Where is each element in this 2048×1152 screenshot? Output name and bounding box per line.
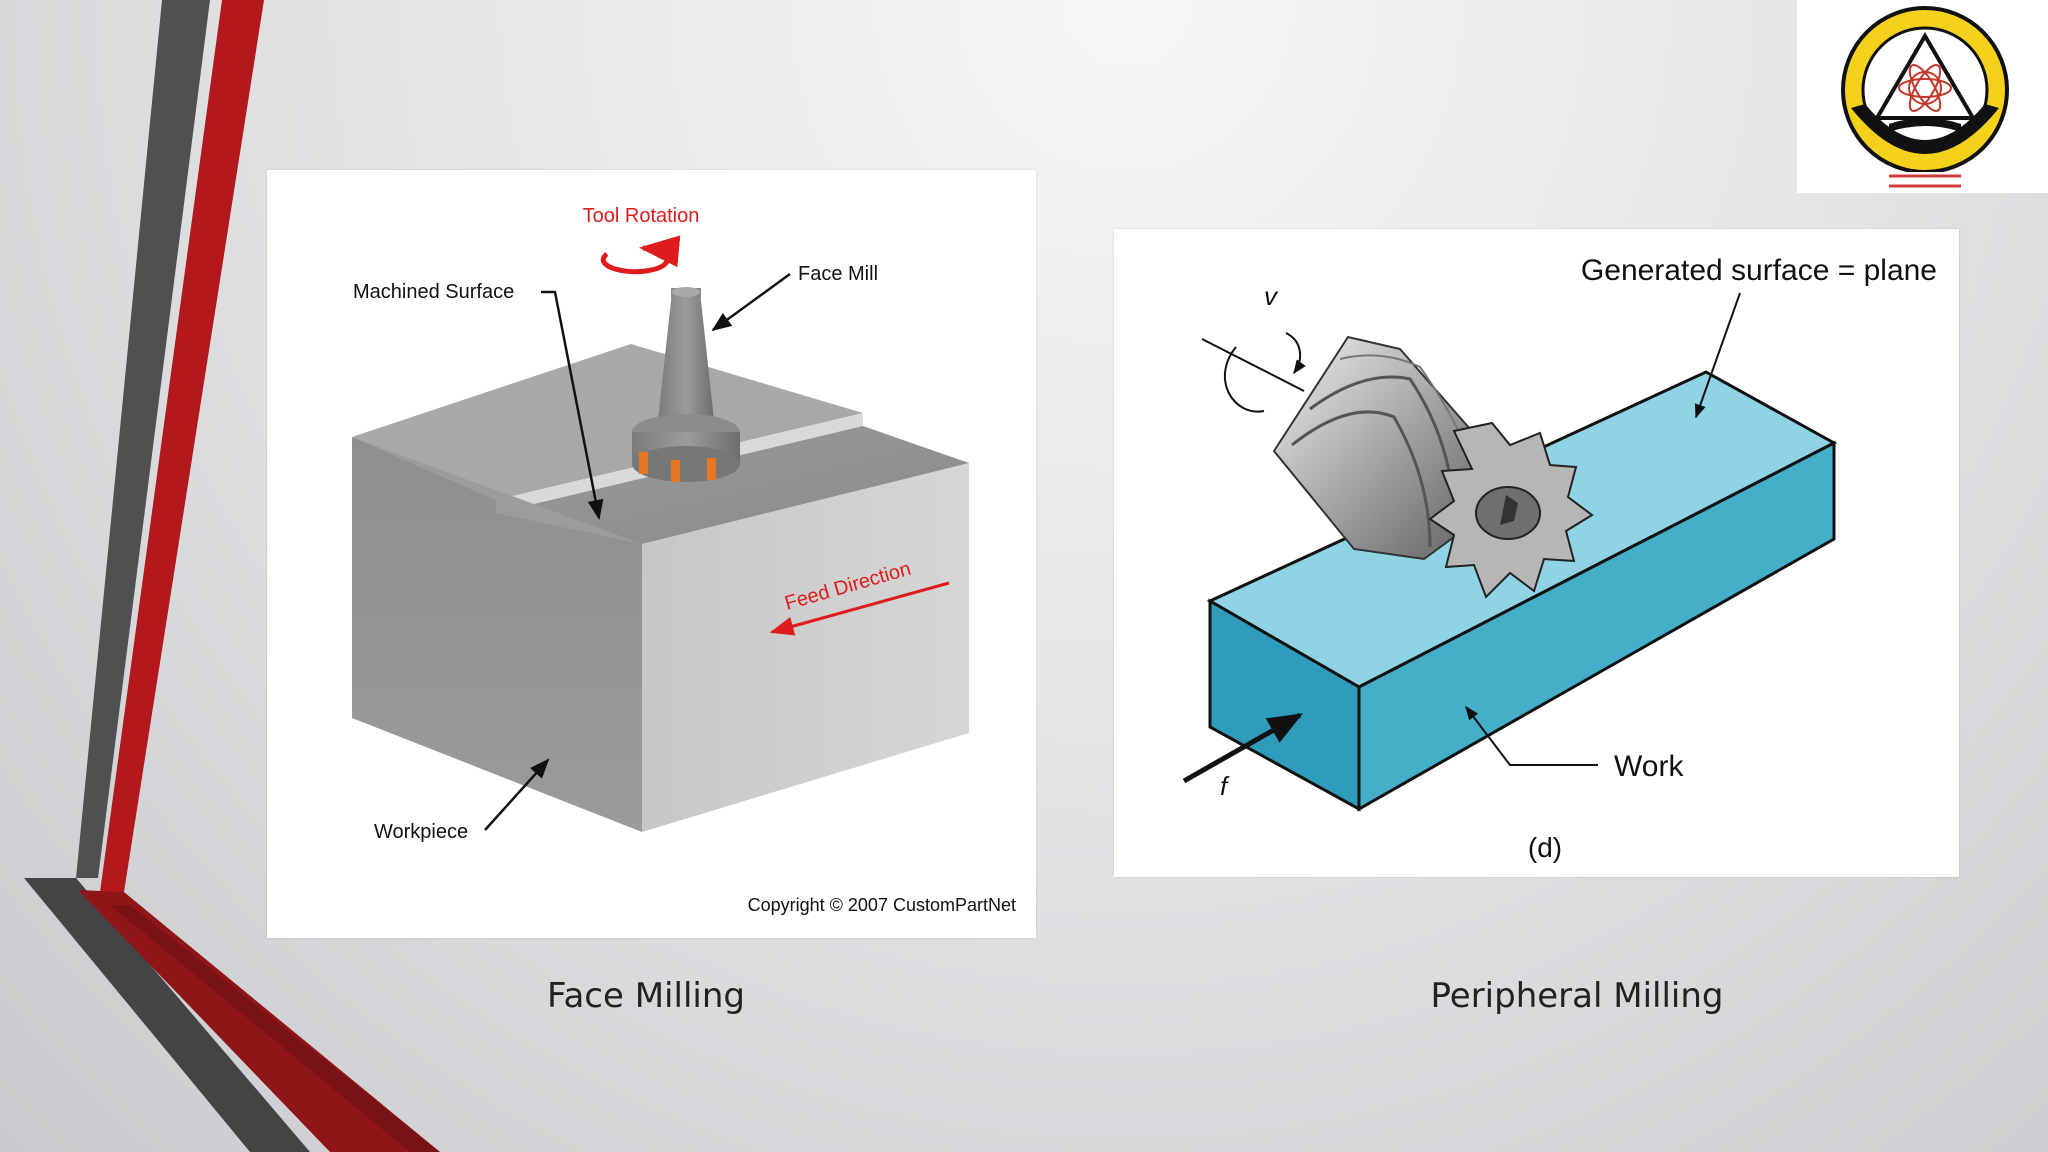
machined-surface-label: Machined Surface bbox=[353, 281, 514, 303]
work-leader bbox=[1465, 705, 1598, 766]
workpiece-right-face bbox=[642, 463, 969, 832]
cutter-insert bbox=[707, 458, 716, 480]
tool-rotation-label: Tool Rotation bbox=[583, 205, 700, 227]
peripheral-milling-diagram: Generated surface = plane v f Work (d) bbox=[1182, 254, 1937, 863]
work-label: Work bbox=[1614, 750, 1684, 783]
machined-surface-leader bbox=[541, 290, 604, 520]
gray-stripe-lower bbox=[24, 878, 310, 1152]
face-milling-caption: Face Milling bbox=[547, 976, 745, 1016]
rotation-arrow bbox=[1223, 332, 1300, 413]
workpiece-top-left bbox=[352, 437, 642, 544]
tool-rotation-arrow bbox=[600, 235, 681, 275]
face-mill-shank bbox=[658, 292, 714, 420]
cutter-insert bbox=[639, 452, 648, 474]
university-seal-icon bbox=[1841, 6, 2009, 190]
workpiece-leader bbox=[484, 758, 550, 831]
generated-surface-leader bbox=[1694, 292, 1741, 419]
face-milling-figure: Tool Rotation Face Mill Machined Surface… bbox=[267, 170, 1036, 938]
dark-stripe-lower bbox=[110, 905, 440, 1152]
feed-label: f bbox=[1220, 771, 1230, 801]
workpiece-top-back bbox=[352, 344, 863, 500]
peripheral-milling-caption: Peripheral Milling bbox=[1430, 976, 1724, 1016]
helical-cutter bbox=[1272, 335, 1594, 599]
peripheral-milling-figure: Generated surface = plane v f Work (d) bbox=[1114, 229, 1959, 877]
workpiece-top-front bbox=[496, 426, 969, 544]
logo-container bbox=[1797, 0, 2048, 193]
feed-arrow bbox=[1182, 712, 1304, 784]
workpiece-left-face bbox=[352, 437, 642, 832]
accent-stripes bbox=[24, 0, 440, 1152]
velocity-label: v bbox=[1264, 281, 1279, 311]
face-mill-leader bbox=[711, 272, 791, 332]
cutter-insert bbox=[671, 460, 680, 482]
generated-surface-label: Generated surface = plane bbox=[1581, 254, 1937, 287]
gray-stripe-upper bbox=[76, 0, 210, 878]
face-mill-label: Face Mill bbox=[798, 263, 878, 285]
workpiece-label: Workpiece bbox=[374, 821, 468, 843]
copyright-label: Copyright © 2007 CustomPartNet bbox=[748, 895, 1016, 915]
panel-id-label: (d) bbox=[1528, 832, 1562, 863]
red-stripe-upper bbox=[100, 0, 264, 892]
feed-direction-arrow bbox=[769, 581, 950, 636]
face-milling-diagram: Tool Rotation Face Mill Machined Surface… bbox=[352, 205, 1016, 915]
spindle-axis-line bbox=[1201, 338, 1305, 392]
